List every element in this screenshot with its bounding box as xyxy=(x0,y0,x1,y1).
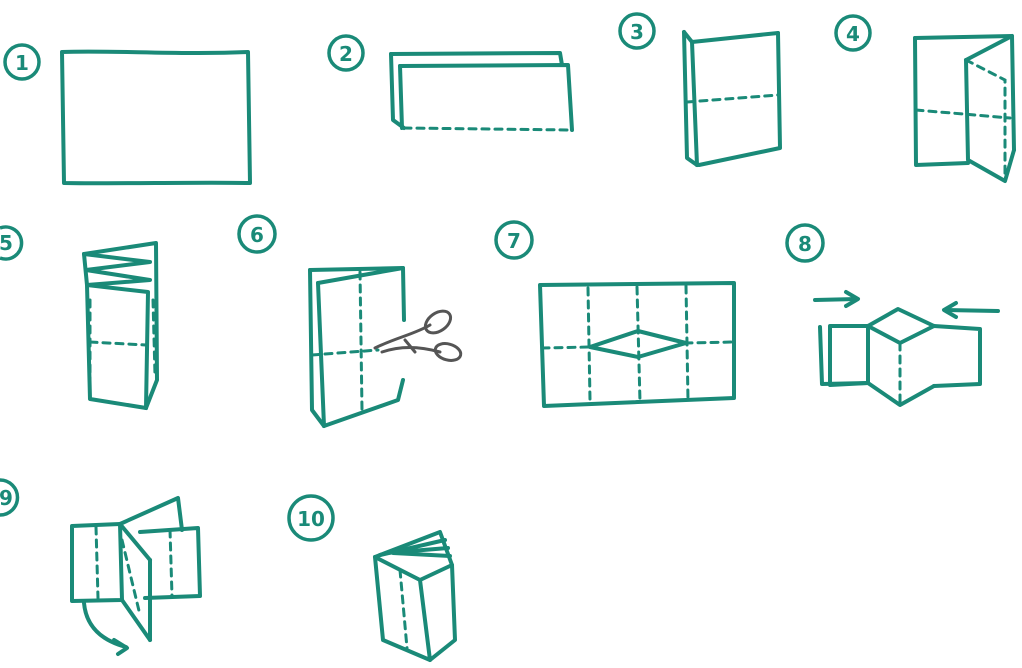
step-2-drawing xyxy=(389,51,574,132)
step-7: 7 xyxy=(494,220,736,408)
scissors-icon xyxy=(373,309,463,362)
step-number-label: 6 xyxy=(250,223,264,247)
step-9: 9 xyxy=(0,478,202,656)
step-9-drawing xyxy=(70,496,202,642)
step-number-label: 10 xyxy=(297,507,325,531)
step-2: 2 xyxy=(327,34,574,132)
step-1: 1 xyxy=(3,43,252,186)
step-number-label: 3 xyxy=(630,20,644,44)
step-3-badge: 3 xyxy=(618,12,656,50)
step-6-drawing xyxy=(308,266,406,428)
step-number-label: 1 xyxy=(15,51,29,75)
step-4-badge: 4 xyxy=(834,14,872,52)
arrow-left-icon xyxy=(942,301,1000,319)
step-number-label: 7 xyxy=(507,229,521,253)
step-number-label: 5 xyxy=(0,231,13,255)
step-number-label: 8 xyxy=(798,232,812,256)
step-number-label: 2 xyxy=(339,42,353,66)
step-8-drawing xyxy=(818,307,982,407)
curved-arrow-icon xyxy=(82,601,129,656)
step-10-drawing xyxy=(373,530,457,662)
step-8: 8 xyxy=(785,223,1000,407)
step-1-badge: 1 xyxy=(3,43,41,81)
step-7-badge: 7 xyxy=(494,220,534,260)
step-3: 3 xyxy=(618,12,782,167)
step-number-label: 9 xyxy=(0,486,13,510)
step-9-badge: 9 xyxy=(0,478,20,517)
step-5: 5 xyxy=(0,225,159,410)
step-1-drawing xyxy=(60,49,252,186)
step-10-badge: 10 xyxy=(287,494,335,542)
step-2-badge: 2 xyxy=(327,34,365,72)
step-5-badge: 5 xyxy=(0,225,24,261)
step-6: 6 xyxy=(237,214,463,428)
step-5-drawing xyxy=(82,241,159,410)
step-number-label: 4 xyxy=(846,22,860,46)
step-4-drawing xyxy=(913,34,1016,183)
step-10: 10 xyxy=(287,494,457,662)
step-3-drawing xyxy=(682,30,782,167)
arrow-right-icon xyxy=(813,290,860,308)
step-6-badge: 6 xyxy=(237,214,277,254)
step-4: 4 xyxy=(834,14,1016,183)
step-8-badge: 8 xyxy=(785,223,825,263)
step-7-drawing xyxy=(538,281,736,408)
